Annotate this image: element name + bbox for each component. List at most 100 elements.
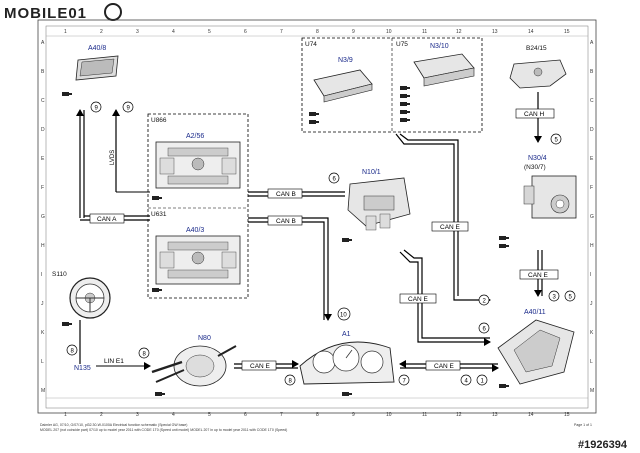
can-b-label-2: CAN B (276, 218, 296, 225)
svg-text:9: 9 (127, 106, 131, 112)
svg-text:F: F (590, 185, 593, 191)
steering-wheel-s110 (69, 277, 111, 319)
svg-text:6: 6 (333, 177, 337, 183)
svg-text:1: 1 (64, 412, 67, 418)
svg-text:6: 6 (483, 327, 487, 333)
svg-text:D: D (590, 127, 594, 133)
svg-text:5: 5 (208, 29, 211, 35)
engine-ecu-n3-9 (313, 69, 373, 103)
svg-text:2: 2 (100, 412, 103, 418)
callout-1: 1 (476, 374, 488, 386)
a2-56-label: A2/56 (186, 133, 204, 140)
row-letters-right: A B C D E F G H I J K L M (590, 40, 594, 394)
svg-text:K: K (590, 330, 594, 336)
a40-8-display: A40/8 (62, 45, 119, 96)
watermark-id: #1926394 (578, 439, 628, 451)
svg-text:9: 9 (352, 412, 355, 418)
svg-text:L: L (590, 359, 593, 365)
svg-text:I: I (590, 272, 591, 278)
a40-11-unit (497, 319, 575, 385)
can-e-label-1: CAN E (440, 224, 461, 231)
u631-label: U631 (151, 211, 167, 218)
connector-icon (499, 236, 509, 240)
connector-icon (400, 86, 410, 90)
callout-10: 10 (337, 307, 351, 321)
connector-icon (152, 288, 162, 292)
callout-8c: 8 (284, 374, 296, 386)
u866-u631-group (147, 113, 249, 299)
footer-line-1: Daimler AG, 07/10, G/07/10, pl32.30-W-01… (40, 423, 187, 427)
connector-icon (62, 322, 72, 326)
svg-text:D: D (41, 127, 45, 133)
svg-text:3: 3 (553, 295, 557, 301)
footer-line-2: MODEL 207 (not coincide part) 07/10 up t… (40, 428, 287, 432)
svg-text:4: 4 (172, 412, 175, 418)
connector-icon (400, 102, 410, 106)
n80-label: N80 (198, 335, 211, 342)
svg-text:H: H (590, 243, 594, 249)
can-h-label: CAN H (524, 111, 545, 118)
svg-text:15: 15 (564, 29, 570, 35)
svg-text:I: I (41, 272, 42, 278)
svg-text:E: E (41, 156, 45, 162)
callout-3: 3 (548, 290, 560, 302)
svg-text:11: 11 (422, 29, 427, 35)
steering-column-module-n80 (151, 345, 237, 387)
n30-4-label: N30/4 (528, 155, 547, 162)
svg-text:C: C (590, 98, 594, 104)
svg-text:8: 8 (289, 379, 293, 385)
a40-11-label: A40/11 (524, 309, 546, 316)
can-e-label-5: CAN E (528, 272, 549, 279)
can-b-label-1: CAN B (276, 191, 296, 198)
svg-text:8: 8 (143, 352, 147, 358)
b24-15-label: B24/15 (526, 45, 547, 52)
svg-text:B: B (590, 69, 594, 75)
svg-text:7: 7 (280, 29, 283, 35)
callout-6: 6 (328, 172, 340, 184)
svg-text:5: 5 (208, 412, 211, 418)
svg-text:G: G (590, 214, 594, 220)
svg-text:12: 12 (456, 29, 462, 35)
callout-4: 4 (460, 374, 472, 386)
svg-text:5: 5 (569, 295, 573, 301)
can-a-label: CAN A (97, 216, 117, 223)
svg-text:9: 9 (352, 29, 355, 35)
u74-label: U74 (305, 41, 317, 48)
svg-text:A40/8: A40/8 (88, 45, 106, 52)
connector-icon (309, 120, 319, 124)
connector-icon (309, 112, 319, 116)
connector-icon (62, 92, 72, 96)
svg-text:9: 9 (95, 106, 99, 112)
svg-text:2: 2 (100, 29, 103, 35)
svg-text:7: 7 (403, 379, 407, 385)
svg-text:1: 1 (481, 379, 485, 385)
svg-text:K: K (41, 330, 45, 336)
svg-text:3: 3 (136, 29, 139, 35)
svg-text:15: 15 (564, 412, 570, 418)
u866-label: U866 (151, 117, 167, 124)
connector-icon (400, 110, 410, 114)
connector-icon (499, 384, 509, 388)
svg-text:14: 14 (528, 29, 534, 35)
can-e-label-3: CAN E (250, 363, 271, 370)
svg-text:10: 10 (386, 29, 392, 35)
svg-text:1: 1 (64, 29, 67, 35)
svg-text:8: 8 (316, 29, 319, 35)
connector-icon (152, 196, 162, 200)
svg-text:C: C (41, 98, 45, 104)
a1-label: A1 (342, 331, 351, 338)
svg-text:14: 14 (528, 412, 534, 418)
u75-label: U75 (396, 41, 408, 48)
callout-5a: 5 (550, 133, 562, 145)
svg-text:13: 13 (492, 29, 498, 35)
connector-icon (499, 244, 509, 248)
callout-2: 2 (478, 294, 490, 306)
callout-9b: 9 (122, 101, 134, 113)
lin-e1-label: LIN E1 (104, 358, 124, 365)
column-numbers-top: 1 2 3 4 5 6 7 8 9 10 11 12 13 14 15 (64, 29, 570, 35)
svg-text:12: 12 (456, 412, 462, 418)
svg-text:J: J (41, 301, 44, 307)
svg-text:8: 8 (316, 412, 319, 418)
mobile01-logo: MOBILE01 (2, 3, 122, 22)
